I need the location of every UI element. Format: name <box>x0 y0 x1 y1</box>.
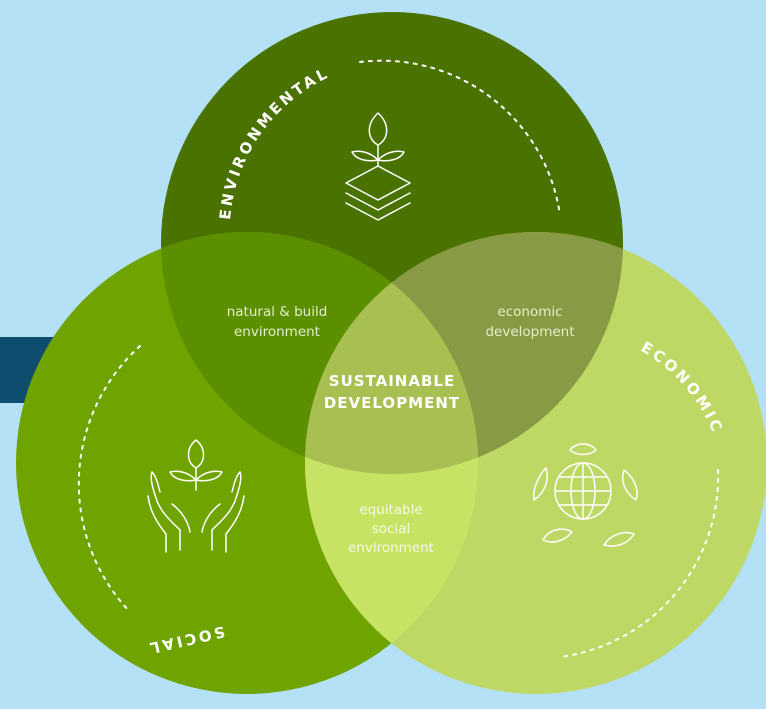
env-social-label-line1: natural & build <box>227 304 328 320</box>
social-dashed-arc <box>77 345 141 613</box>
social-economic-label-line2: social <box>372 521 411 537</box>
environmental-dashed-arc <box>359 59 561 216</box>
center-label-line2: DEVELOPMENT <box>324 394 460 412</box>
globe-with-leaves-icon <box>532 443 638 547</box>
hands-holding-plant-icon <box>147 439 245 553</box>
economic-dashed-arc <box>559 469 720 658</box>
center-label-line1: SUSTAINABLE <box>329 372 455 390</box>
layered-plant-icon <box>345 112 411 221</box>
env-economic-label-line1: economic <box>497 304 562 320</box>
env-economic-label-line2: development <box>485 324 574 340</box>
env-social-label-line2: environment <box>234 324 320 340</box>
center-overlap <box>305 232 478 474</box>
social-economic-label-line1: equitable <box>359 502 422 518</box>
social-economic-label-line3: environment <box>348 540 434 556</box>
